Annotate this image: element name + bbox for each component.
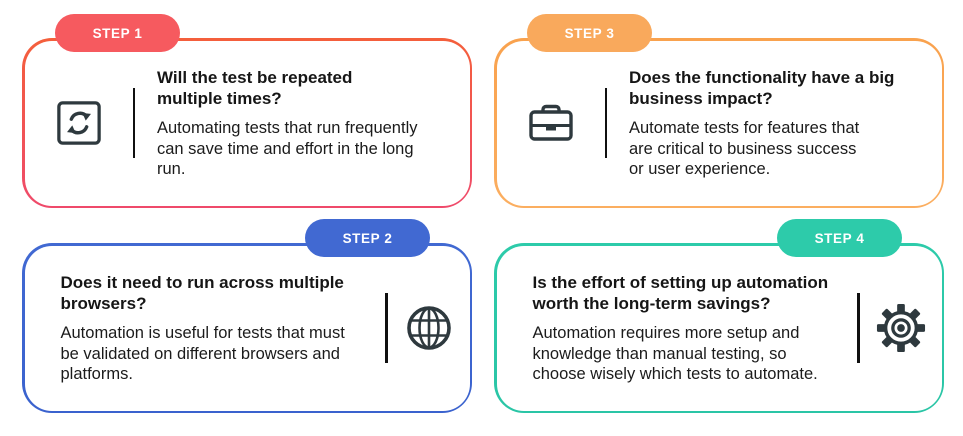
card-body: Automation is useful for tests that must… (60, 324, 345, 383)
divider (385, 293, 388, 363)
divider (857, 293, 860, 363)
repeat-icon (25, 100, 133, 146)
card-body: Automation requires more setup and knowl… (532, 324, 818, 383)
step-2-badge: STEP 2 (305, 219, 430, 257)
step-1-content: Will the test be repeated multiple times… (24, 40, 470, 206)
step-2-content: Does it need to run across multiple brow… (24, 245, 470, 411)
card-title: Does the functionality have a big busine… (629, 68, 895, 109)
card-title: Is the effort of setting up automation w… (532, 273, 829, 314)
step-3-card: STEP 3 Does the functionality have a big… (494, 14, 944, 208)
step-4-badge: STEP 4 (777, 219, 902, 257)
card-title: Does it need to run across multiple brow… (60, 273, 344, 314)
divider (604, 88, 607, 158)
step-2-card: STEP 2 Does it need to run across multip… (22, 219, 472, 413)
step-1-badge: STEP 1 (55, 14, 180, 52)
step-4-content: Is the effort of setting up automation w… (496, 245, 942, 411)
card-title: Will the test be repeated multiple times… (157, 68, 353, 109)
card-body: Automating tests that run frequently can… (157, 119, 418, 178)
gear-icon (860, 303, 942, 353)
step-3-content: Does the functionality have a big busine… (496, 40, 942, 206)
divider (132, 88, 135, 158)
step-4-card: STEP 4 Is the effort of setting up autom… (494, 219, 944, 413)
briefcase-icon (497, 99, 605, 147)
card-body: Automate tests for features that are cri… (629, 119, 860, 178)
step-3-badge: STEP 3 (527, 14, 652, 52)
step-1-card: STEP 1 Will the test be repeated multipl… (22, 14, 472, 208)
globe-icon (388, 304, 470, 352)
